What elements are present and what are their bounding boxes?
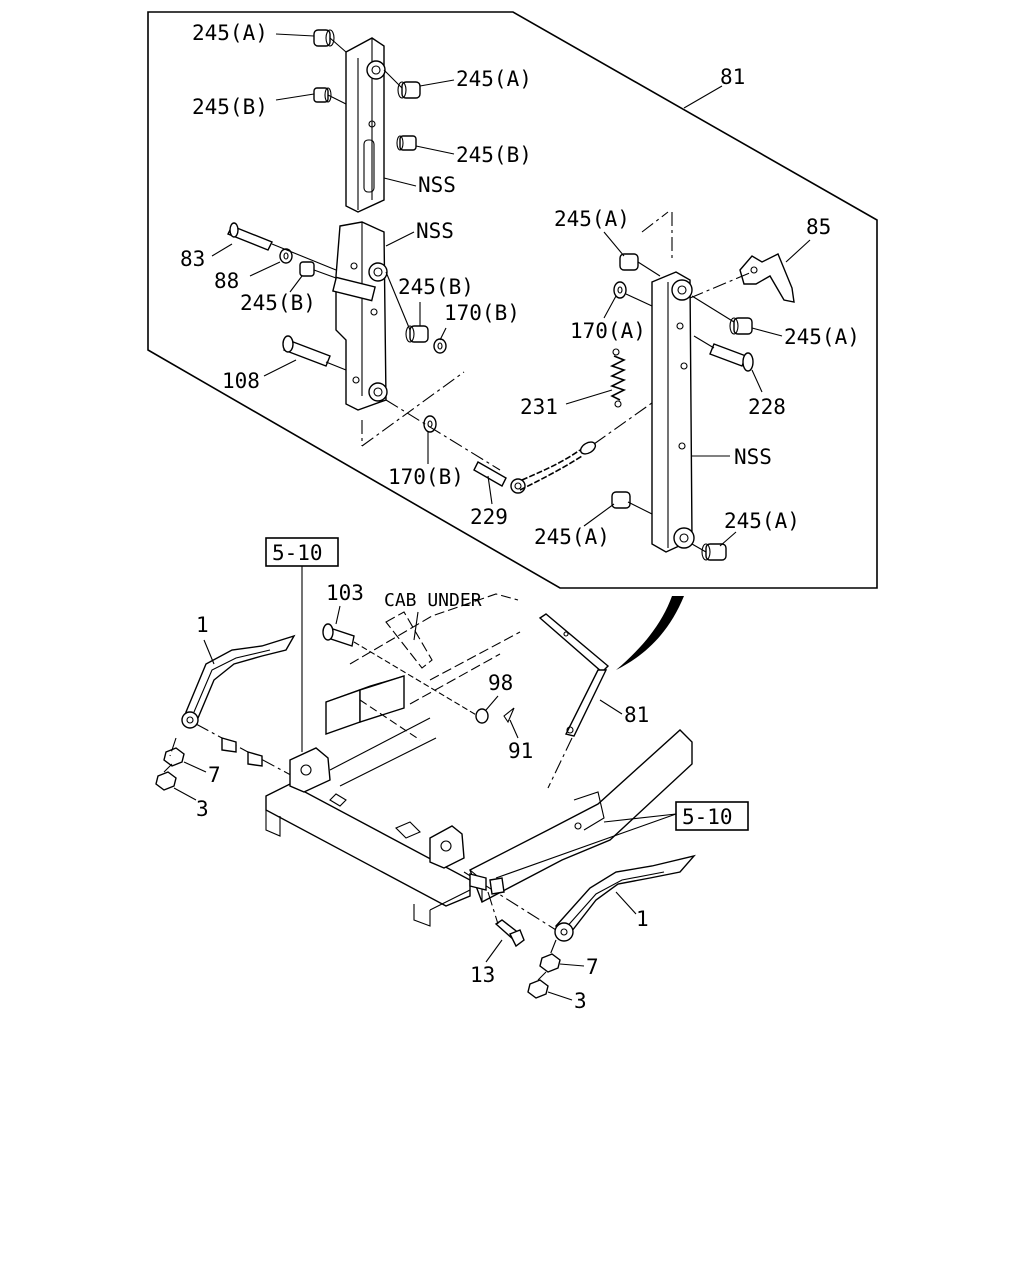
label-170b-mid: 170(B) (444, 301, 520, 325)
label-245b-midright: 245(B) (398, 275, 474, 299)
pin-83 (227, 222, 273, 251)
washer-170b-mid (433, 338, 447, 354)
bushing-245b-tl (313, 87, 332, 103)
label-98: 98 (488, 671, 513, 695)
bushing-245a-right-botleft (611, 491, 631, 509)
label-231: 231 (520, 395, 558, 419)
label-245a-tr: 245(A) (456, 67, 532, 91)
label-nss-top: NSS (418, 173, 456, 197)
label-nss-mid: NSS (416, 219, 454, 243)
label-3-right: 3 (574, 989, 587, 1013)
label-245a-right-side: 245(A) (784, 325, 860, 349)
cab-under-frame (325, 593, 521, 741)
label-5-10-right: 5-10 (682, 805, 733, 829)
cab-mount-rail (265, 717, 471, 927)
bolt-13 (494, 919, 525, 948)
lever-1-right (554, 854, 696, 942)
label-1-right: 1 (636, 907, 649, 931)
bushing-245a-right-side (729, 317, 753, 335)
detail-arrow (616, 596, 684, 670)
label-245a-right-botright: 245(A) (724, 509, 800, 533)
bolt-103 (322, 623, 355, 647)
chain-cable (519, 441, 597, 491)
label-7-left: 7 (208, 763, 221, 787)
nut-7-right (539, 953, 561, 973)
washer-170a (613, 281, 627, 299)
label-cab-under: CAB UNDER (384, 590, 482, 611)
bolt-3-left (155, 763, 177, 791)
chassis-beam (469, 729, 693, 903)
lower-hinge-plate (332, 221, 388, 411)
label-5-10-top: 5-10 (272, 541, 323, 565)
label-81-inset: 81 (720, 65, 745, 89)
bushing-245a-right-top (619, 253, 639, 271)
label-nss-right: NSS (734, 445, 772, 469)
label-108: 108 (222, 369, 260, 393)
inset-frame (147, 11, 878, 589)
label-91: 91 (508, 739, 533, 763)
label-245a-right-botleft: 245(A) (534, 525, 610, 549)
label-88: 88 (214, 269, 239, 293)
lever-85 (739, 253, 795, 303)
bushing-245a-tr (397, 81, 421, 99)
link-81 (538, 613, 610, 737)
label-13: 13 (470, 963, 495, 987)
label-245b-midleft: 245(B) (240, 291, 316, 315)
lever-1-left (181, 634, 296, 729)
pin-228 (709, 343, 754, 372)
label-229: 229 (470, 505, 508, 529)
bushing-245b-tr (396, 135, 417, 151)
spring-231 (609, 348, 627, 408)
label-103: 103 (326, 581, 364, 605)
washer-88 (279, 248, 293, 264)
label-7-right: 7 (586, 955, 599, 979)
nut-7-left (163, 747, 185, 767)
bushing-245b-midleft (299, 261, 315, 277)
pin-108 (282, 335, 331, 367)
bushing-245a-tl (313, 29, 335, 47)
label-3-left: 3 (196, 797, 209, 821)
label-245a-tl: 245(A) (192, 21, 268, 45)
clevis-pin-229 (473, 461, 526, 494)
bolt-3-right (527, 971, 549, 999)
cotter-pin-91 (503, 707, 515, 724)
label-1-left: 1 (196, 613, 209, 637)
right-hinge-plate (651, 271, 695, 553)
label-85: 85 (806, 215, 831, 239)
label-228: 228 (748, 395, 786, 419)
bushing-245b-midright (405, 325, 429, 343)
label-170a: 170(A) (570, 319, 646, 343)
ref-box-5-10-right (675, 801, 749, 831)
label-170b-low: 170(B) (388, 465, 464, 489)
label-245b-tl: 245(B) (192, 95, 268, 119)
label-245b-tr: 245(B) (456, 143, 532, 167)
label-245a-right-top: 245(A) (554, 207, 630, 231)
upper-hinge-plate (345, 37, 386, 213)
washer-98 (475, 708, 489, 724)
label-81-main: 81 (624, 703, 649, 727)
label-83: 83 (180, 247, 205, 271)
